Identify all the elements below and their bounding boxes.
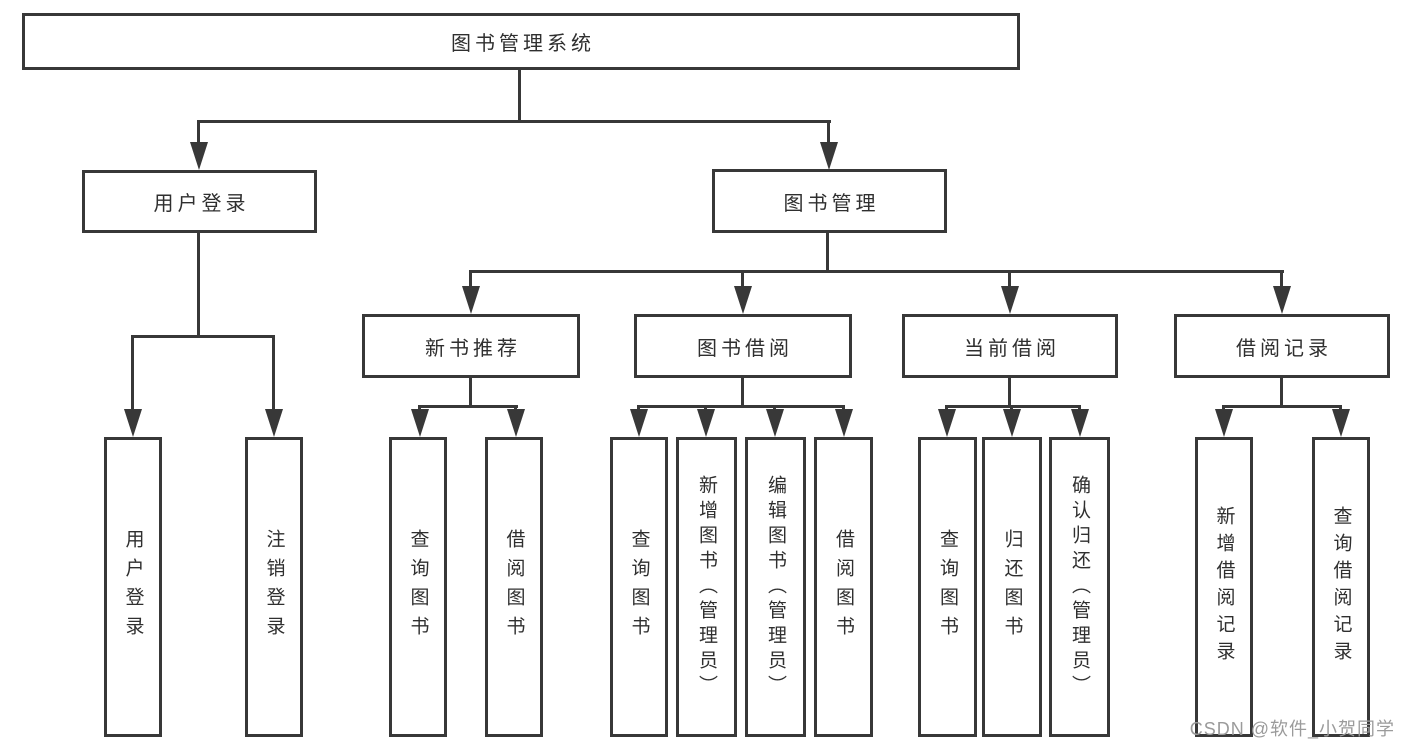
arrow-down-icon [507, 409, 525, 437]
connector-leaf-stem [1222, 405, 1225, 411]
arrow-down-icon [734, 286, 752, 314]
arrow-down-icon [265, 409, 283, 437]
connector-leaf-stem [773, 405, 776, 411]
leaf-newbooks-query: 查询图书 [389, 437, 447, 737]
node-new-books-label: 新书推荐 [425, 337, 521, 360]
connector-leaf-stem [945, 405, 948, 411]
arrow-down-icon [1215, 409, 1233, 437]
node-borrow-records: 借阅记录 [1174, 314, 1390, 378]
csdn-watermark: CSDN @软件_小贺同学 [1189, 719, 1395, 739]
connector-level3-stem [1008, 270, 1011, 288]
connector-userlogin-down [197, 233, 200, 335]
connector-bookmgmt-hline [469, 270, 1284, 273]
leaf-user-login: 用户登录 [104, 437, 162, 737]
connector-leaf-stem [514, 405, 517, 411]
arrow-down-icon [190, 142, 208, 170]
connector-root-stem [518, 70, 521, 121]
leaf-label: 新增图书（管理员） [696, 474, 717, 700]
leaf-current-return: 归还图书 [982, 437, 1042, 737]
leaf-label: 借阅图书 [503, 529, 525, 645]
connector-leaf-stem [704, 405, 707, 411]
leaf-current-query: 查询图书 [918, 437, 977, 737]
node-book-borrow-label: 图书借阅 [697, 337, 793, 360]
connector-bookborrow-down [741, 378, 744, 406]
node-new-books: 新书推荐 [362, 314, 580, 378]
leaf-label: 编辑图书（管理员） [765, 474, 786, 700]
connector-leaf-stem [1078, 405, 1081, 411]
arrow-down-icon [766, 409, 784, 437]
node-current-borrow-label: 当前借阅 [964, 337, 1060, 360]
arrow-down-icon [697, 409, 715, 437]
leaf-newbooks-borrow: 借阅图书 [485, 437, 543, 737]
leaf-current-confirm-admin: 确认归还（管理员） [1049, 437, 1110, 737]
connector-level3-stem [741, 270, 744, 288]
node-user-login: 用户登录 [82, 170, 317, 233]
node-root-label: 图书管理系统 [451, 33, 595, 55]
node-root: 图书管理系统 [22, 13, 1020, 70]
node-borrow-records-label: 借阅记录 [1236, 337, 1332, 360]
connector-userlogin-stem [197, 120, 200, 145]
leaf-borrow-borrow: 借阅图书 [814, 437, 873, 737]
leaf-label: 新增借阅记录 [1213, 506, 1235, 668]
leaf-label: 注销登录 [263, 529, 285, 645]
connector-leaf-stem [131, 335, 134, 411]
arrow-down-icon [1003, 409, 1021, 437]
leaf-borrow-query: 查询图书 [610, 437, 668, 737]
leaf-label: 查询图书 [628, 529, 650, 645]
node-book-mgmt: 图书管理 [712, 169, 947, 233]
node-user-login-label: 用户登录 [153, 193, 250, 215]
connector-bookmgmt-stem [827, 120, 830, 145]
leaf-logout: 注销登录 [245, 437, 303, 737]
arrow-down-icon [820, 142, 838, 170]
connector-borrowrecords-hline [1222, 405, 1342, 408]
connector-newbooks-down [469, 378, 472, 406]
connector-leaf-stem [1339, 405, 1342, 411]
arrow-down-icon [835, 409, 853, 437]
leaf-borrow-add-admin: 新增图书（管理员） [676, 437, 737, 737]
connector-currentborrow-down [1008, 378, 1011, 406]
arrow-down-icon [124, 409, 142, 437]
connector-leaf-stem [842, 405, 845, 411]
leaf-label: 查询图书 [937, 529, 958, 645]
connector-level3-stem [469, 270, 472, 288]
leaf-borrow-edit-admin: 编辑图书（管理员） [745, 437, 806, 737]
connector-currentborrow-hline [945, 405, 1081, 408]
connector-borrowrecords-down [1280, 378, 1283, 406]
arrow-down-icon [1071, 409, 1089, 437]
connector-leaf-stem [272, 335, 275, 411]
connector-leaf-stem [637, 405, 640, 411]
arrow-down-icon [1332, 409, 1350, 437]
connector-bookmgmt-down [826, 233, 829, 271]
node-book-mgmt-label: 图书管理 [783, 192, 880, 215]
leaf-label: 借阅图书 [833, 529, 854, 645]
connector-bookborrow-hline [637, 405, 845, 408]
leaf-label: 查询图书 [407, 529, 429, 645]
arrow-down-icon [462, 286, 480, 314]
leaf-records-add: 新增借阅记录 [1195, 437, 1253, 737]
leaf-label: 归还图书 [1001, 529, 1023, 645]
node-book-borrow: 图书借阅 [634, 314, 852, 378]
leaf-label: 确认归还（管理员） [1069, 474, 1090, 700]
leaf-label: 查询借阅记录 [1330, 506, 1352, 668]
leaf-label: 用户登录 [122, 529, 144, 645]
arrow-down-icon [1273, 286, 1291, 314]
arrow-down-icon [938, 409, 956, 437]
connector-level3-stem [1280, 270, 1283, 288]
arrow-down-icon [630, 409, 648, 437]
connector-leaf-stem [418, 405, 421, 411]
node-current-borrow: 当前借阅 [902, 314, 1118, 378]
leaf-records-query: 查询借阅记录 [1312, 437, 1370, 737]
connector-userlogin-hline [131, 335, 275, 338]
connector-root-hline [197, 120, 831, 123]
connector-newbooks-hline [418, 405, 518, 408]
arrow-down-icon [411, 409, 429, 437]
arrow-down-icon [1001, 286, 1019, 314]
connector-leaf-stem [1010, 405, 1013, 411]
